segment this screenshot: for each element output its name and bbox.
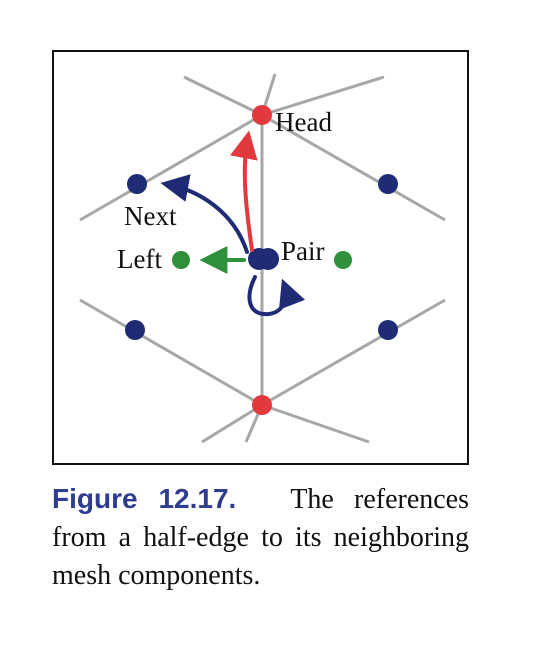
- pair-label: Pair: [281, 236, 325, 266]
- edge-upper-right: [261, 113, 446, 222]
- half-edge-lower-left-dot: [125, 320, 145, 340]
- edge-lower-left: [79, 298, 263, 407]
- half-edge-pair-dot: [257, 248, 279, 270]
- half-edge-figure: Head Next Left Pair: [52, 50, 469, 465]
- edge-bottom-left: [201, 403, 263, 444]
- half-edge-next-dot: [127, 174, 147, 194]
- edge-top-left: [183, 75, 263, 117]
- half-edge-diagram: Head Next Left Pair: [79, 73, 446, 444]
- half-edge-lower-right-dot: [378, 320, 398, 340]
- left-label: Left: [117, 244, 162, 274]
- next-arrow: [160, 174, 249, 254]
- figure-caption: Figure 12.17.The references from a half-…: [52, 480, 469, 595]
- head-label: Head: [275, 107, 332, 137]
- next-label: Next: [124, 201, 177, 231]
- head-arrow: [230, 130, 258, 252]
- diagram-labels: Head Next Left Pair: [117, 107, 332, 274]
- reference-arrows: [160, 130, 306, 317]
- bottom-vertex: [252, 395, 272, 415]
- left-face-dot: [172, 251, 190, 269]
- pair-face-dot: [334, 251, 352, 269]
- vertex-markers: [252, 105, 272, 415]
- face-markers: [172, 251, 352, 269]
- edge-top-right: [261, 75, 385, 117]
- pair-arrow: [247, 275, 306, 317]
- half-edge-markers: [125, 174, 398, 340]
- edge-lower-right: [261, 298, 446, 407]
- figure-number: Figure 12.17.: [52, 483, 237, 514]
- head-vertex: [252, 105, 272, 125]
- edge-bottom-right: [261, 403, 370, 444]
- caption-text: The references from a half-edge to its n…: [52, 484, 469, 591]
- half-edge-upper-right-dot: [378, 174, 398, 194]
